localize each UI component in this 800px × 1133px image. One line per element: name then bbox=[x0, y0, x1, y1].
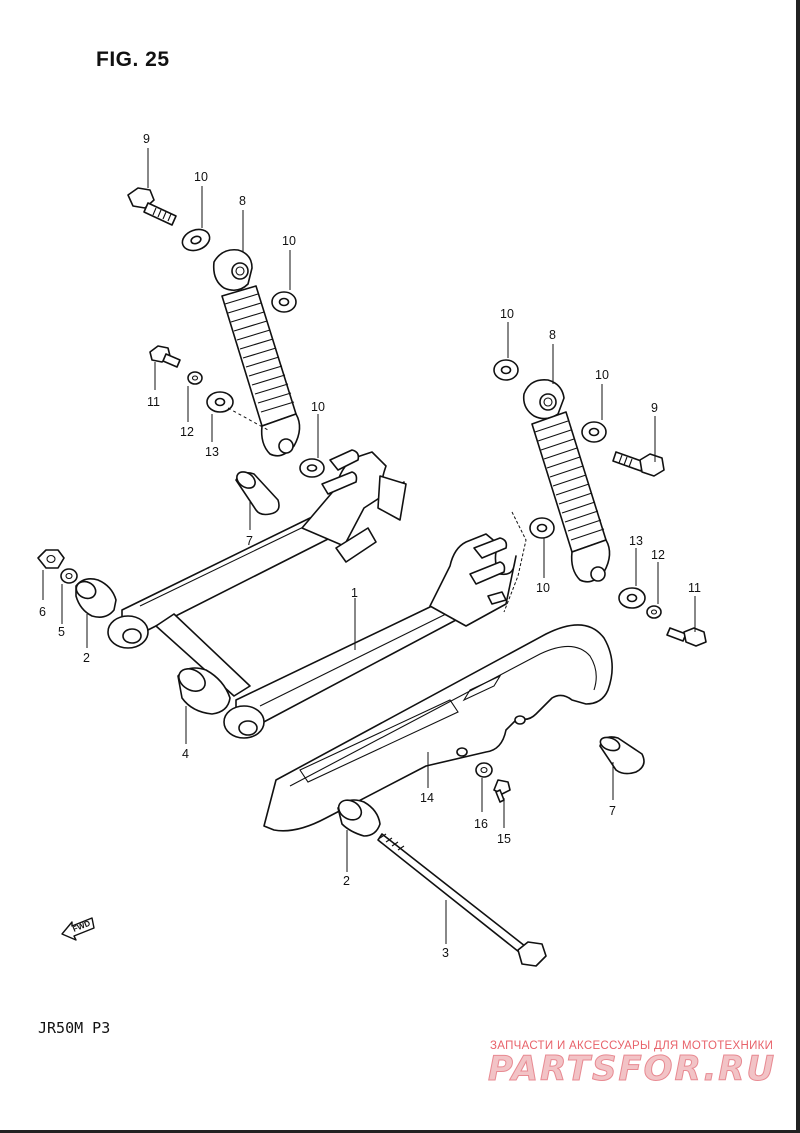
left-shock-absorber bbox=[127, 187, 325, 478]
leader-lines bbox=[42, 148, 696, 944]
callout-10: 10 bbox=[536, 581, 550, 595]
callout-16: 16 bbox=[474, 817, 488, 831]
swing-arm-1 bbox=[107, 449, 527, 739]
collar-7-upper bbox=[235, 471, 280, 516]
callout-10: 10 bbox=[194, 170, 208, 184]
shock-upper-eye-right bbox=[522, 378, 565, 420]
collar-7-lower bbox=[599, 736, 645, 775]
washer-10-upper-right bbox=[493, 359, 519, 381]
callout-11: 11 bbox=[147, 395, 160, 409]
washer-16 bbox=[475, 762, 493, 778]
bolt-11-right bbox=[666, 627, 707, 647]
callout-10: 10 bbox=[311, 400, 325, 414]
washer-10-upper-left bbox=[181, 228, 211, 252]
watermark-brand: PARTSFOR.RU bbox=[487, 1049, 777, 1090]
callout-10: 10 bbox=[282, 234, 296, 248]
callout-9: 9 bbox=[143, 132, 150, 146]
callout-7: 7 bbox=[609, 804, 616, 818]
lock-washer-12-right bbox=[646, 605, 662, 619]
callout-8: 8 bbox=[549, 328, 556, 342]
callout-15: 15 bbox=[497, 832, 511, 846]
callout-10: 10 bbox=[500, 307, 514, 321]
chain-case-14 bbox=[263, 624, 613, 832]
callout-13: 13 bbox=[629, 534, 643, 548]
pivot-bolt-3 bbox=[377, 833, 547, 967]
right-shock-absorber bbox=[493, 359, 707, 647]
washer-5 bbox=[60, 568, 78, 584]
bushing-4 bbox=[177, 667, 231, 715]
callout-5: 5 bbox=[58, 625, 65, 639]
callout-11: 11 bbox=[688, 581, 701, 595]
nut-6 bbox=[37, 549, 65, 569]
callout-9: 9 bbox=[651, 401, 658, 415]
callout-4: 4 bbox=[182, 747, 189, 761]
washer-10-lower-right bbox=[529, 517, 555, 539]
callout-7: 7 bbox=[246, 534, 253, 548]
shock-lower-eye-right bbox=[570, 539, 611, 583]
callout-12: 12 bbox=[180, 425, 194, 439]
fwd-arrow-icon: FWD bbox=[61, 917, 95, 941]
washer-13-left bbox=[206, 391, 269, 431]
washer-10-mid-left bbox=[271, 291, 297, 313]
callout-13: 13 bbox=[205, 445, 219, 459]
washer-13-right bbox=[618, 587, 646, 609]
callout-10: 10 bbox=[595, 368, 609, 382]
bolt-11-left bbox=[149, 345, 181, 368]
callout-1: 1 bbox=[351, 586, 358, 600]
figure-title: FIG. 25 bbox=[96, 48, 170, 71]
bolt-9-right bbox=[612, 451, 665, 477]
callout-12: 12 bbox=[651, 548, 665, 562]
model-code: JR50M P3 bbox=[38, 1019, 111, 1037]
callout-6: 6 bbox=[39, 605, 46, 619]
screw-15 bbox=[493, 779, 511, 803]
callout-8: 8 bbox=[239, 194, 246, 208]
lock-washer-12-left bbox=[187, 371, 203, 385]
washer-10-right-of-eye bbox=[581, 421, 607, 443]
callout-14: 14 bbox=[420, 791, 434, 805]
callout-2: 2 bbox=[343, 874, 350, 888]
bushing-2-left bbox=[75, 578, 117, 618]
bushing-2-lower bbox=[337, 799, 381, 837]
callout-2: 2 bbox=[83, 651, 90, 665]
bolt-9-left bbox=[127, 187, 177, 226]
callout-numbers: 9 10 8 10 11 12 13 10 7 6 5 2 1 4 10 8 1… bbox=[39, 132, 701, 960]
shock-upper-eye-left bbox=[212, 248, 253, 292]
watermark-tagline: ЗАПЧАСТИ И АКСЕССУАРЫ ДЛЯ МОТОТЕХНИКИ bbox=[490, 1040, 774, 1052]
washer-10-lower-left bbox=[299, 458, 325, 478]
callout-3: 3 bbox=[442, 946, 449, 960]
shock-lower-eye-left bbox=[260, 413, 301, 457]
